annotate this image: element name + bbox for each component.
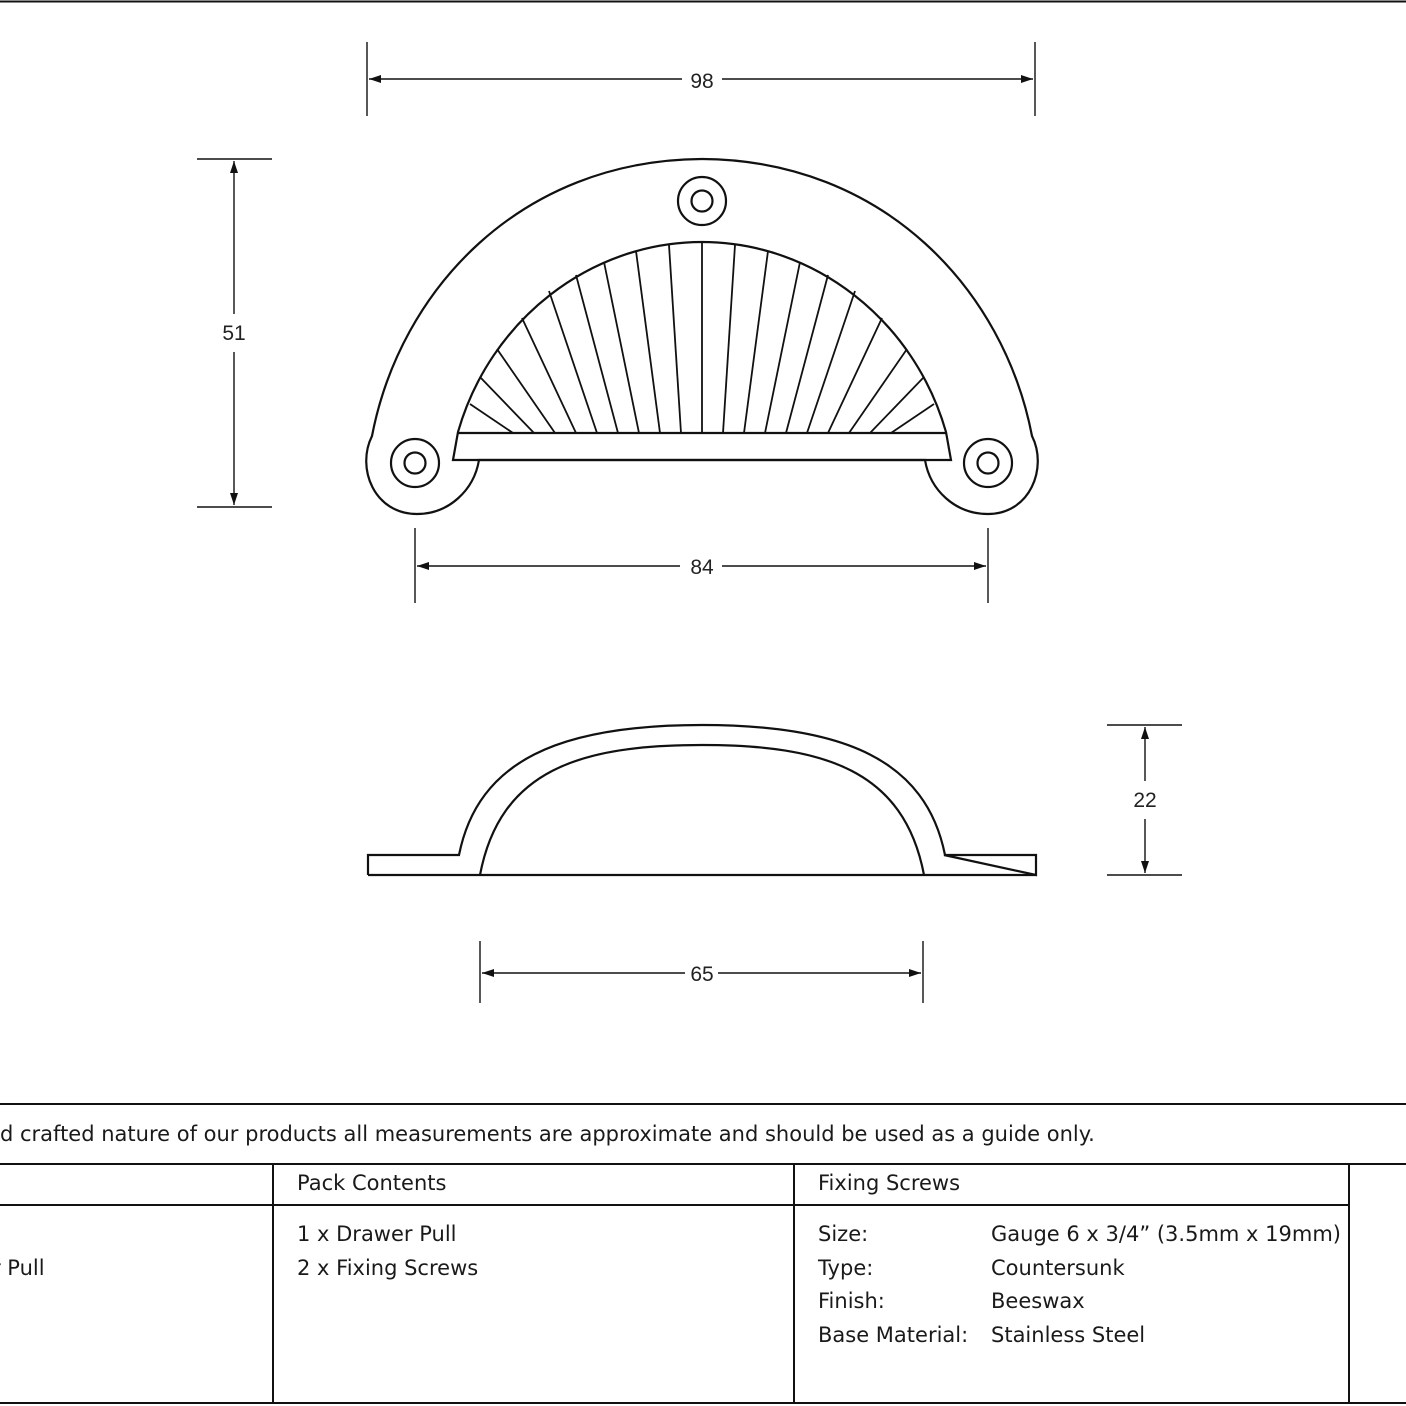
pack-item: 2 x Fixing Screws: [297, 1256, 479, 1280]
cup-opening: [451, 240, 953, 462]
table-bottom-rule: [0, 1402, 1406, 1404]
table-header-rule: [0, 1204, 1350, 1206]
pack-item: 1 x Drawer Pull: [297, 1222, 457, 1246]
side-inner-profile: [478, 743, 926, 876]
dim-depth: 22: [1133, 789, 1156, 812]
side-outer-profile: [457, 723, 947, 856]
footer-top-rule: [0, 1103, 1406, 1105]
spec-value: Gauge 6 x 3/4” (3.5mm x 19mm): [991, 1222, 1341, 1246]
dim-hole-centres: 84: [690, 556, 714, 579]
spec-value: Stainless Steel: [991, 1323, 1146, 1347]
screw-hole-top: [676, 175, 728, 227]
product-name-fragment: r Pull: [0, 1256, 45, 1280]
fan-rays: [469, 243, 935, 434]
column-divider-2: [793, 1164, 795, 1404]
pack-contents-header: Pack Contents: [297, 1171, 447, 1195]
fixing-screws-header: Fixing Screws: [818, 1171, 961, 1195]
plan-outline: [365, 157, 1039, 516]
column-divider-3: [1348, 1164, 1350, 1404]
spec-value: Countersunk: [991, 1256, 1125, 1280]
dim-bottom-width: 65: [690, 963, 713, 986]
spec-label: Finish:: [818, 1289, 885, 1313]
table-top-rule: [0, 1163, 1406, 1165]
spec-value: Beeswax: [991, 1289, 1085, 1313]
spec-label: Size:: [818, 1222, 869, 1246]
screw-hole-right: [962, 437, 1014, 489]
screw-hole-left: [389, 437, 441, 489]
plan-view: [365, 157, 1039, 516]
dim-top-width: 98: [690, 70, 713, 93]
side-base: [366, 853, 1038, 877]
dim-height: 51: [222, 322, 245, 345]
column-divider-1: [272, 1164, 274, 1404]
side-view: [366, 723, 1038, 877]
spec-label: Type:: [818, 1256, 874, 1280]
disclaimer-text: d crafted nature of our products all mea…: [0, 1122, 1095, 1146]
spec-label: Base Material:: [818, 1323, 969, 1347]
dimension-lines: [197, 42, 1182, 1003]
